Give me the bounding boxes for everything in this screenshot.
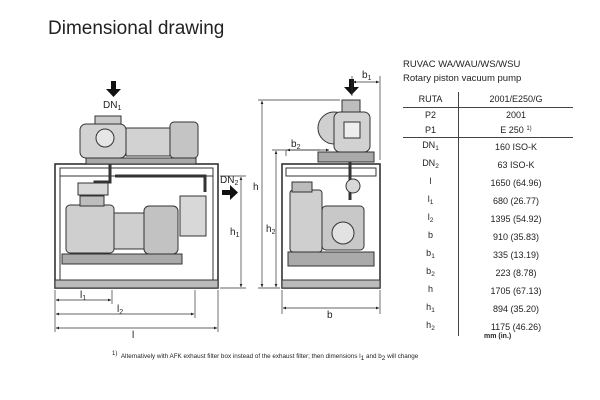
front-view (54, 115, 219, 289)
l-label: l (132, 330, 134, 341)
dn2-arrow (222, 185, 238, 200)
dn1-label: DN1 (103, 100, 121, 112)
l1-label: l1 (80, 290, 86, 302)
b2-label: b2 (291, 139, 301, 151)
h1-label: h1 (230, 227, 240, 239)
footnote: 1) Alternatively with AFK exhaust filter… (112, 351, 419, 362)
backing-pump (61, 195, 183, 265)
spec-table: RUTA 2001/E250/G P2 2001 P1 E 250 1) DN1… (403, 92, 573, 337)
roots-pump-top (79, 115, 199, 165)
side-dimensions (258, 76, 381, 314)
product-model: RUVAC WA/WAU/WS/WSU (403, 59, 521, 70)
dn2-label: DN2 (220, 175, 238, 187)
h-label: h (253, 182, 259, 193)
h2-label: h2 (266, 224, 276, 236)
spec-header-key: RUTA (403, 92, 459, 108)
l2-label: l2 (117, 304, 123, 316)
spec-header-row: RUTA 2001/E250/G (403, 92, 573, 108)
spec-row: P2 2001 (403, 107, 573, 123)
dn1-side-arrow (344, 79, 359, 95)
b-label: b (327, 310, 333, 321)
page-title: Dimensional drawing (48, 18, 225, 39)
roots-pump-side (317, 99, 375, 163)
product-description: Rotary piston vacuum pump (403, 73, 522, 84)
units-label: mm (in.) (484, 333, 512, 340)
side-view (281, 99, 381, 289)
backing-pump-side (287, 189, 375, 267)
spec-header-value: 2001/E250/G (458, 92, 573, 108)
front-dimensions (54, 175, 246, 332)
product-header: RUVAC WA/WAU/WS/WSU Rotary piston vacuum… (403, 58, 583, 86)
dn1-arrow (106, 81, 121, 97)
spec-row: P1 E 250 1) (403, 122, 573, 139)
b1-label: b1 (362, 70, 372, 82)
